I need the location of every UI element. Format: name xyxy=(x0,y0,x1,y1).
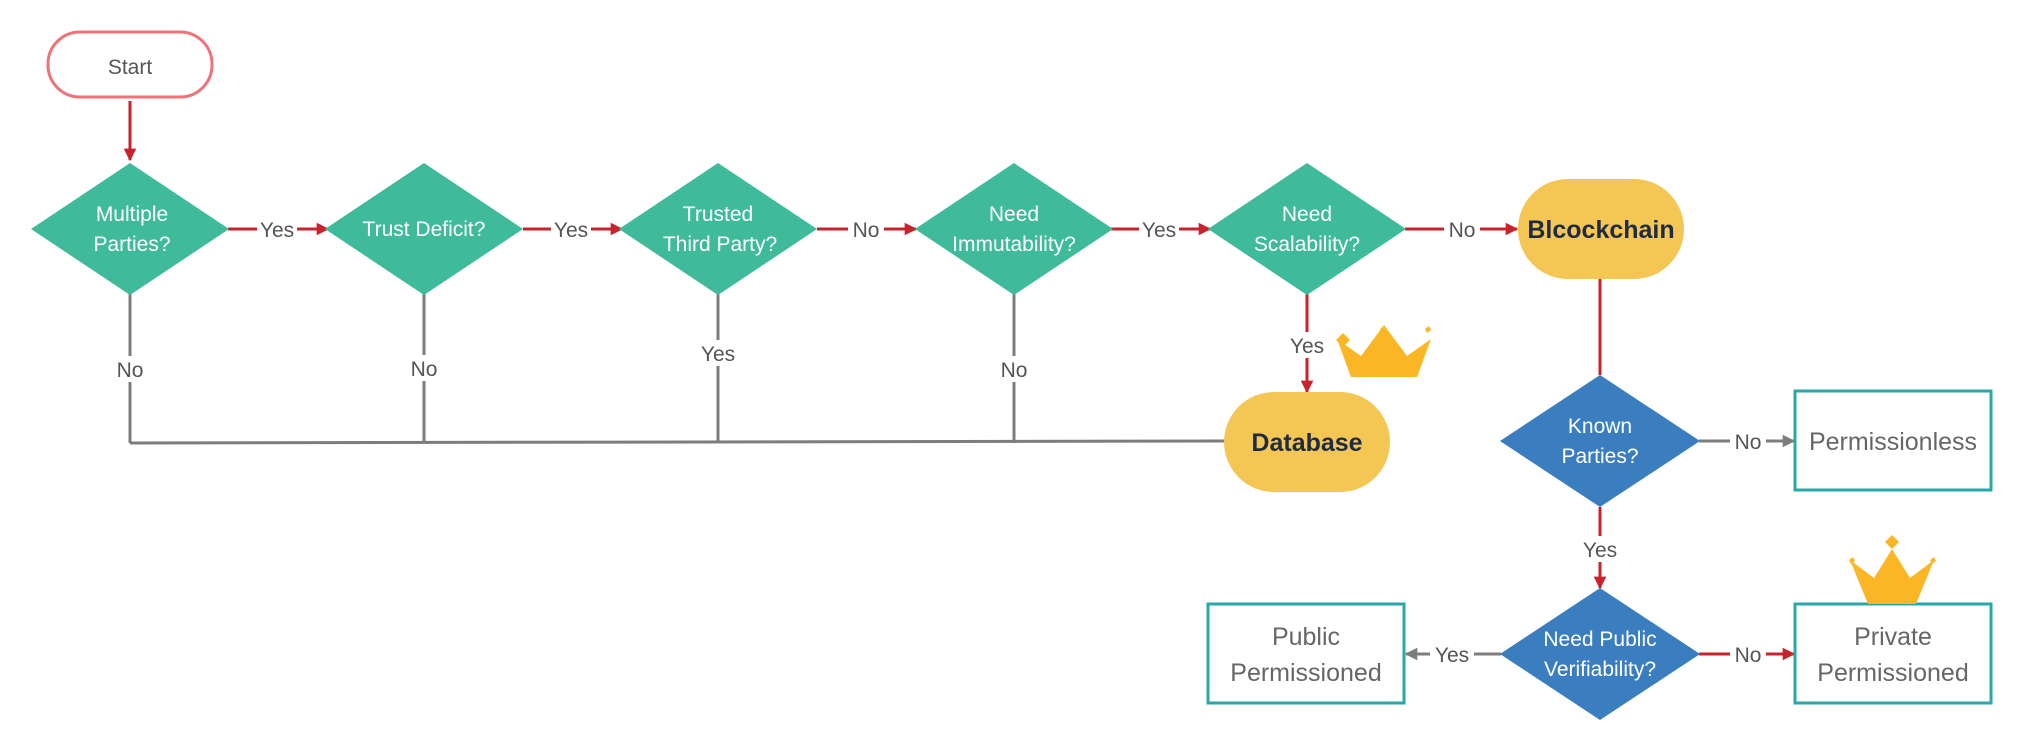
outcome-public-permissioned: Public Permissioned xyxy=(1206,602,1406,705)
svg-text:Private: Private xyxy=(1854,623,1932,651)
svg-text:Parties?: Parties? xyxy=(93,233,170,256)
start-label: Start xyxy=(108,56,153,79)
svg-text:Need: Need xyxy=(1282,203,1332,226)
svg-text:Need: Need xyxy=(989,203,1039,226)
svg-text:Need Public: Need Public xyxy=(1543,628,1656,651)
decision-need-public-verifiability: Need Public Verifiability? xyxy=(1500,588,1700,720)
edge-label-third-to-immut: No xyxy=(848,215,884,243)
edge-label-scal-to-blockchain: No xyxy=(1444,215,1480,243)
svg-text:Yes: Yes xyxy=(1142,219,1176,242)
connector-bottom-bus xyxy=(129,439,1225,445)
edge-label-immut-down: No xyxy=(996,356,1032,382)
svg-text:Yes: Yes xyxy=(1583,539,1617,562)
svg-text:Third Party?: Third Party? xyxy=(663,233,777,256)
decision-trust-deficit: Trust Deficit? xyxy=(325,163,523,295)
svg-text:Public: Public xyxy=(1272,623,1340,651)
decision-multiple-parties: Multiple Parties? xyxy=(31,163,229,295)
svg-text:No: No xyxy=(117,359,144,382)
svg-text:Permissionless: Permissionless xyxy=(1809,428,1977,456)
svg-text:Yes: Yes xyxy=(1435,644,1469,667)
svg-text:Immutability?: Immutability? xyxy=(952,233,1076,256)
svg-text:Permissioned: Permissioned xyxy=(1817,659,1968,687)
svg-text:Yes: Yes xyxy=(1290,335,1324,358)
svg-text:Yes: Yes xyxy=(701,343,735,366)
edge-label-trust-down: No xyxy=(406,355,442,381)
edge-label-immut-to-scal: Yes xyxy=(1139,215,1179,243)
svg-text:Yes: Yes xyxy=(260,219,294,242)
decision-need-immutability: Need Immutability? xyxy=(915,163,1113,295)
outcome-blockchain: Blcockchain xyxy=(1518,179,1684,279)
outcome-private-permissioned: Private Permissioned xyxy=(1793,602,1993,705)
svg-text:Multiple: Multiple xyxy=(96,203,168,226)
edge-label-multiple-down: No xyxy=(112,356,148,382)
svg-text:Verifiability?: Verifiability? xyxy=(1544,658,1656,681)
edge-label-trust-to-third: Yes xyxy=(551,215,591,243)
svg-text:Parties?: Parties? xyxy=(1561,445,1638,468)
svg-text:Yes: Yes xyxy=(554,219,588,242)
crown-icon xyxy=(1849,535,1936,604)
svg-text:Known: Known xyxy=(1568,415,1632,438)
edge-label-known-to-permissionless: No xyxy=(1730,428,1766,454)
svg-text:Permissioned: Permissioned xyxy=(1230,659,1381,687)
start-node: Start xyxy=(46,30,214,99)
outcome-permissionless: Permissionless xyxy=(1793,389,1993,492)
outcome-database: Database xyxy=(1224,392,1390,492)
edge-label-multiple-to-trust: Yes xyxy=(257,215,297,243)
svg-text:No: No xyxy=(1735,644,1762,667)
decision-need-scalability: Need Scalability? xyxy=(1208,163,1406,295)
edge-label-verif-to-private: No xyxy=(1730,641,1766,667)
crown-icon xyxy=(1336,325,1431,377)
svg-text:No: No xyxy=(1735,431,1762,454)
svg-text:Blcockchain: Blcockchain xyxy=(1527,216,1674,244)
svg-text:Trust Deficit?: Trust Deficit? xyxy=(363,218,486,241)
edge-label-verif-to-public: Yes xyxy=(1430,641,1474,667)
svg-text:Scalability?: Scalability? xyxy=(1254,233,1360,256)
edge-label-third-down: Yes xyxy=(696,340,740,366)
svg-text:No: No xyxy=(1001,359,1028,382)
svg-text:No: No xyxy=(411,358,438,381)
svg-text:No: No xyxy=(1449,219,1476,242)
decision-trusted-third-party: Trusted Third Party? xyxy=(619,163,817,295)
svg-text:Trusted: Trusted xyxy=(683,203,753,226)
edge-label-known-to-verifiability: Yes xyxy=(1578,536,1622,562)
svg-text:No: No xyxy=(853,219,880,242)
decision-known-parties: Known Parties? xyxy=(1500,375,1700,507)
edge-label-scal-to-database: Yes xyxy=(1285,332,1329,358)
svg-text:Database: Database xyxy=(1251,429,1362,457)
